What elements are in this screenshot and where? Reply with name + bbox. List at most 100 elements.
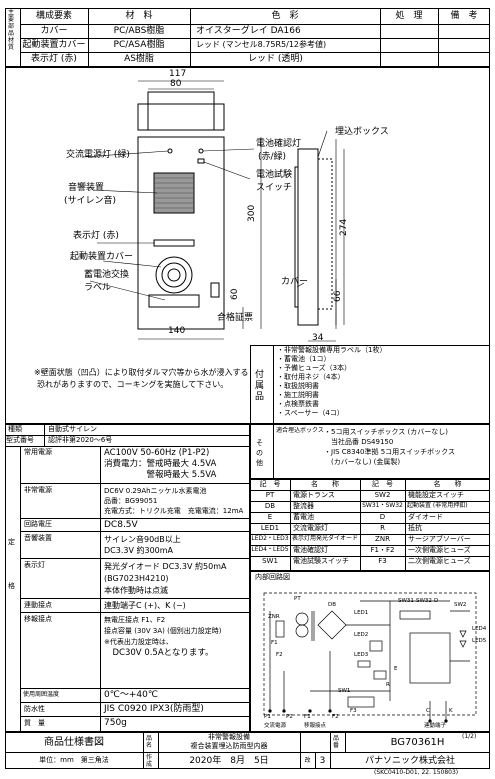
circuit-label: SW2 bbox=[454, 602, 467, 608]
dim-80: 80 bbox=[170, 79, 182, 89]
materials-row-part: カバー bbox=[40, 26, 68, 36]
materials-row-color: レッド (マンセル8.75R5/12参考値) bbox=[196, 40, 327, 49]
circuit-label: R bbox=[386, 682, 390, 688]
spec-label: 移報接点 bbox=[24, 615, 52, 623]
table-cell: 電池確認灯 bbox=[293, 546, 328, 554]
list-item: ・施工説明書 bbox=[277, 391, 319, 399]
list-item: ・取付用ネジ（4本） bbox=[277, 373, 345, 381]
circuit-label: F1 bbox=[271, 640, 278, 646]
company-name: パナソニック株式会社 bbox=[364, 756, 455, 766]
circuit-label: SW1 bbox=[338, 688, 351, 694]
spec-value: AC100V 50-60Hz (P1-P2)消費電力：警戒時最大 4.5VA 警… bbox=[104, 448, 217, 480]
title-block bbox=[5, 732, 490, 769]
accessories-list: ・非常警報設備専用ラベル（1枚） ・蓄電池（1コ） ・予備ヒューズ（3本） ・取… bbox=[277, 346, 386, 418]
table-cell: 交流電源灯 bbox=[293, 524, 328, 532]
spec-value: 0℃～+40℃ bbox=[104, 690, 158, 700]
side-label: 主要部品材質 bbox=[8, 9, 15, 51]
label-batt-check: 電池確認灯 bbox=[256, 139, 302, 149]
materials-row-material: PC/ABS樹脂 bbox=[113, 26, 165, 36]
label-cover: カバー bbox=[281, 277, 309, 287]
label-battery-sub: ラベル bbox=[84, 283, 112, 293]
list-item: ・取扱説明書 bbox=[277, 382, 319, 390]
materials-row-color: レッド (透明) bbox=[248, 54, 303, 64]
circuit-box bbox=[250, 571, 490, 732]
product-name-2: 複合装置埋込防雨型内器 bbox=[190, 742, 268, 750]
table-cell: サージアブソーバー bbox=[408, 535, 471, 543]
other-label: その他 bbox=[256, 439, 263, 467]
list-item: ・点検票鉄書 bbox=[277, 400, 319, 408]
spec-cert-value: 認評非第2020～6号 bbox=[48, 436, 113, 444]
list-item: ・蓄電池（1コ） bbox=[277, 355, 331, 363]
table-cell: F3 bbox=[378, 557, 387, 565]
materials-header-material: 材 料 bbox=[125, 11, 153, 21]
circuit-label: P1 bbox=[264, 714, 271, 720]
circuit-label: F1 bbox=[304, 714, 311, 720]
circuit-label: ZNR bbox=[268, 614, 280, 620]
materials-header-part: 構成要素 bbox=[35, 11, 72, 21]
caution-note-1: ※壁面状態（凹凸）により取付ダルマ穴等から水が浸入する bbox=[34, 368, 249, 377]
other-box bbox=[250, 424, 490, 479]
spec-label: 防水性 bbox=[24, 705, 45, 713]
label-speaker-sub: (サイレン音) bbox=[64, 196, 117, 206]
materials-header-color: 色 彩 bbox=[271, 11, 299, 21]
materials-row-part: 起動装置カバー bbox=[22, 40, 86, 50]
symbols-table bbox=[250, 479, 490, 571]
circuit-label: LED1 bbox=[354, 610, 369, 616]
table-cell: PT bbox=[265, 491, 275, 499]
table-cell: D bbox=[379, 513, 386, 521]
spec-value: DC8.5V bbox=[104, 520, 138, 530]
dim-300: 300 bbox=[247, 204, 257, 222]
table-cell: DB bbox=[264, 502, 276, 510]
circuit-labels: PT DB ZNR F1 F2 LED1 LED2 LED3 LED4 LED5… bbox=[250, 571, 490, 732]
circuit-bottom-label: 連動端子 bbox=[424, 723, 447, 729]
dim-140: 140 bbox=[168, 326, 186, 336]
spec-label: 質 量 bbox=[24, 719, 45, 727]
drawing-frame bbox=[5, 67, 490, 424]
table-cell: LED2・LED3 bbox=[251, 535, 289, 542]
table-cell: R bbox=[380, 524, 385, 532]
label-speaker: 音響装置 bbox=[68, 183, 105, 193]
spec-value: 750g bbox=[104, 718, 127, 728]
spec-type-value: 自動式サイレン bbox=[48, 425, 97, 433]
table-cell: 表示灯用発光ダイオード bbox=[292, 535, 359, 542]
circuit-bottom-label: 交流電源 bbox=[264, 723, 287, 729]
circuit-label: P2 bbox=[286, 714, 293, 720]
circuit-label: F2 bbox=[332, 714, 339, 720]
circuit-label: E bbox=[394, 666, 398, 672]
circuit-title: 内部回路図 bbox=[255, 573, 290, 581]
circuit-label: SW32 bbox=[416, 598, 432, 604]
date-label: 作成 bbox=[146, 754, 153, 768]
dim-274: 274 bbox=[339, 218, 349, 236]
circuit-label: F3 bbox=[350, 708, 357, 714]
label-batt-test-sub: スイッチ bbox=[256, 183, 293, 193]
spec-label: 非常電源 bbox=[24, 486, 52, 494]
rev-number: 3 bbox=[319, 756, 326, 766]
spec-value: JIS C0920 IPX3(防雨型) bbox=[104, 704, 204, 714]
dim-34: 34 bbox=[312, 333, 324, 343]
spec-type-label: 種類 bbox=[8, 425, 22, 433]
spec-cert-label: 型式番号 bbox=[6, 436, 34, 444]
materials-row-color: オイスターグレイ DA166 bbox=[196, 26, 301, 36]
symbols-header: 名 称 bbox=[311, 480, 339, 488]
circuit-label: PT bbox=[294, 596, 301, 602]
materials-header-note: 備 考 bbox=[450, 11, 478, 21]
spec-value: 発光ダイオード DC3.3V 約50mA(BG7023H4210)本体作動時は点… bbox=[104, 562, 227, 595]
label-embed-box: 埋込ボックス bbox=[335, 127, 389, 137]
circuit-label: C bbox=[426, 708, 430, 714]
symbols-header: 名 称 bbox=[433, 480, 462, 488]
table-cell: SW31・SW32 bbox=[362, 502, 403, 509]
circuit-label: LED4 bbox=[472, 626, 487, 632]
accessories-title: 付属品 bbox=[255, 370, 265, 402]
page-number: (1/2) bbox=[462, 733, 477, 740]
table-cell: LED4・LED5 bbox=[251, 546, 289, 553]
circuit-label: LED2 bbox=[354, 632, 369, 638]
table-cell: 二次側電源ヒューズ bbox=[408, 557, 471, 565]
spec-side-label: 定 格 bbox=[8, 538, 22, 590]
table-cell: 電源トランス bbox=[293, 491, 335, 499]
table-cell: 起動装置 (非常用押釦) bbox=[407, 502, 468, 509]
materials-row-material: PC/ASA樹脂 bbox=[113, 40, 165, 50]
symbols-header: 記 号 bbox=[372, 480, 393, 488]
table-cell: ZNR bbox=[375, 535, 390, 543]
date: 2020年 8月 5日 bbox=[189, 756, 269, 766]
